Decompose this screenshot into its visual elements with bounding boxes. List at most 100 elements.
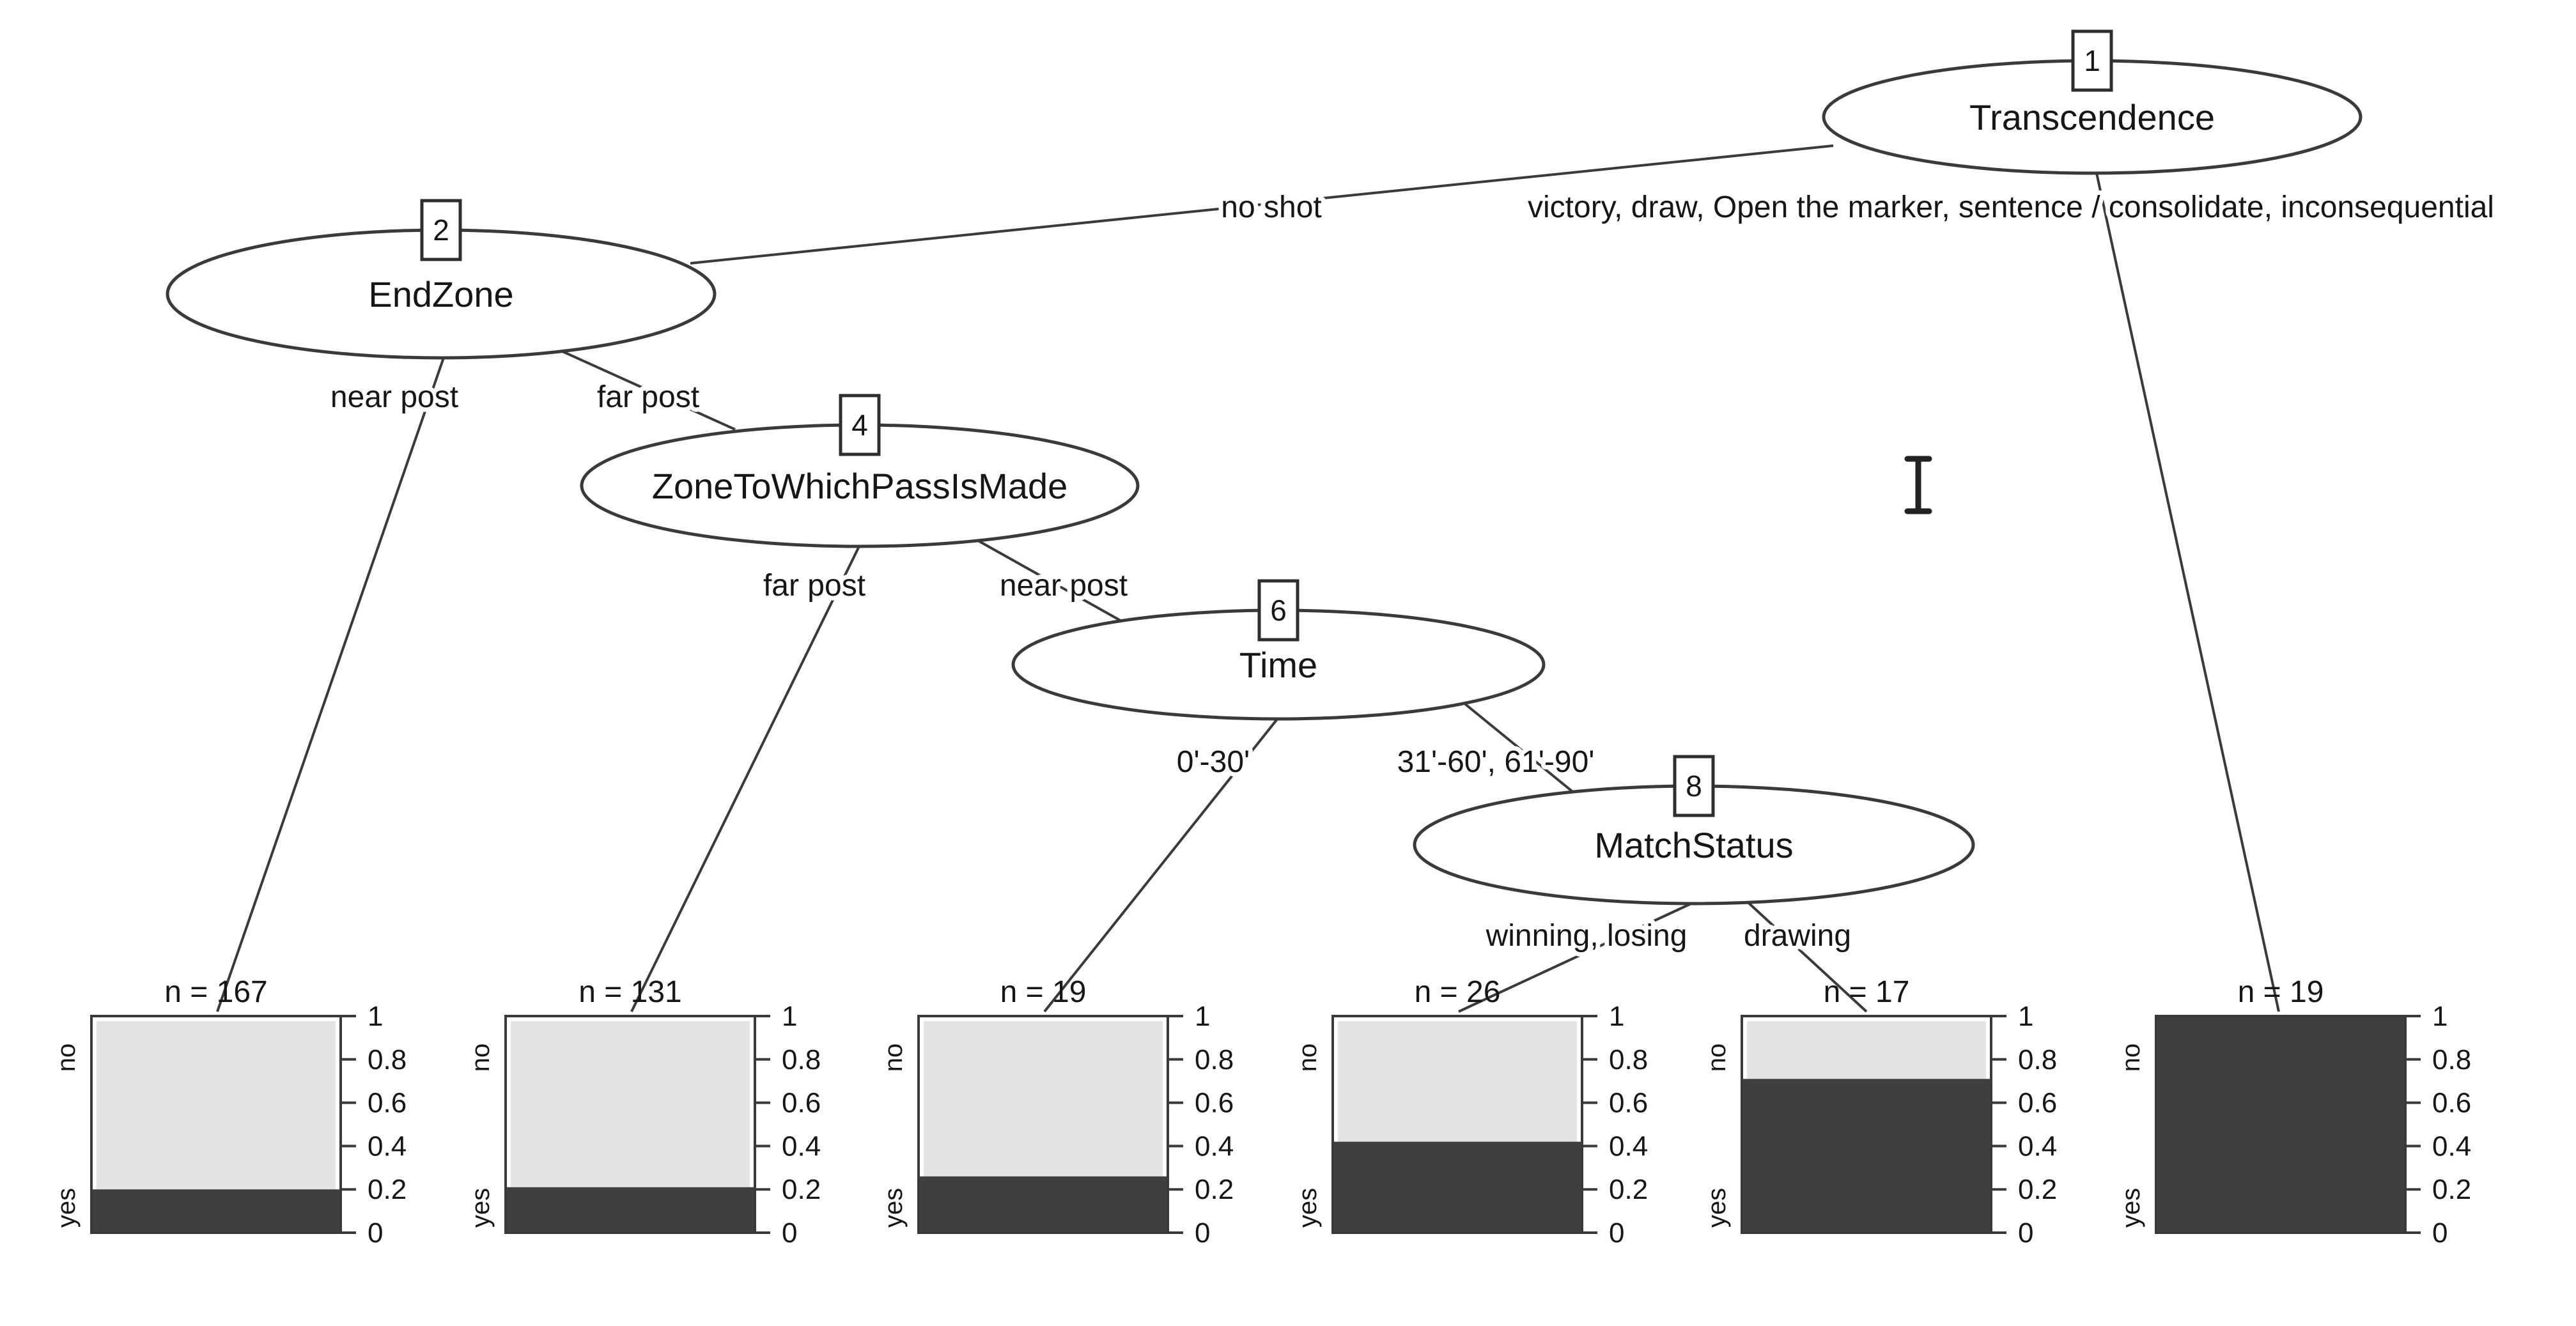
node-label: EndZone [368, 274, 513, 314]
axis-tick-label: 0 [1195, 1217, 1210, 1249]
category-label-yes: yes [880, 1188, 908, 1228]
chart-title: n = 26 [1415, 975, 1501, 1009]
axis-tick-label: 0.8 [782, 1044, 821, 1075]
inner-node-4: ZoneToWhichPassIsMade 4 [580, 394, 1140, 548]
edge-node1-to-node2 [690, 144, 1834, 265]
axis-tick-label: 0.2 [1609, 1174, 1648, 1205]
chart-title: n = 19 [2238, 975, 2324, 1009]
chart-box [504, 1015, 756, 1234]
inner-node-8: MatchStatus 8 [1413, 755, 1975, 906]
axis-tick-label: 0.6 [1195, 1088, 1234, 1119]
category-label-yes: yes [1703, 1188, 1731, 1228]
axis-tick-label: 0.8 [1609, 1044, 1648, 1075]
chart-title: n = 131 [578, 975, 681, 1009]
axis-tick-label: 1 [2018, 1001, 2033, 1032]
node-id-label: 4 [851, 408, 868, 442]
axis-tick-label: 0 [1609, 1217, 1624, 1249]
yes-bar [91, 1189, 341, 1233]
axis-tick-label: 0.2 [1195, 1174, 1234, 1205]
axis-tick-label: 0.8 [1195, 1044, 1234, 1075]
node-id-badge [839, 394, 881, 456]
axis-tick-label: 0.4 [782, 1130, 821, 1162]
no-bar [924, 1021, 1163, 1176]
node-id-label: 1 [2084, 44, 2100, 77]
edge-label-near-post-n2: near post [330, 380, 458, 414]
axis-tick-label: 0.6 [1609, 1088, 1648, 1119]
category-label-yes: yes [1294, 1188, 1322, 1228]
node-id-badge [2071, 29, 2113, 92]
edge-label-drawing: drawing [1744, 919, 1851, 953]
chart-title: n = 19 [1000, 975, 1087, 1009]
terminal-node-chart: n = 19 1 0.8 0.6 0.4 0.2 0 no yes [2117, 975, 2471, 1249]
axis-tick-label: 0.4 [368, 1130, 407, 1162]
node-label: Time [1239, 645, 1317, 685]
chart-box [1331, 1015, 1583, 1234]
inner-node-1: Transcendence 1 [1822, 29, 2363, 175]
no-bar [1338, 1021, 1577, 1142]
node-id-badge [1673, 755, 1715, 817]
node-label: ZoneToWhichPassIsMade [652, 466, 1068, 506]
axis-tick-label: 0 [782, 1217, 797, 1249]
chart-box [2155, 1015, 2407, 1234]
axis-tick-label: 0.6 [368, 1088, 407, 1119]
axis-tick-label: 0.2 [782, 1174, 821, 1205]
axis-tick-label: 0.4 [2432, 1130, 2471, 1162]
yes-bar [1333, 1141, 1582, 1233]
axis-tick-label: 0.4 [1195, 1130, 1234, 1162]
axis-tick-label: 0.4 [1609, 1130, 1648, 1162]
chart-title: n = 167 [164, 975, 267, 1009]
no-bar [511, 1021, 750, 1187]
axis-tick-label: 1 [782, 1001, 797, 1032]
category-label-yes: yes [467, 1188, 495, 1228]
no-bar [1747, 1021, 1986, 1079]
node-label: MatchStatus [1594, 825, 1793, 865]
axis-tick-label: 0 [368, 1217, 383, 1249]
edge-label-no-shot: no shot [1221, 190, 1321, 224]
edge-node4-to-node6 [977, 539, 1126, 624]
axis-tick-label: 1 [1609, 1001, 1624, 1032]
node-id-badge [1257, 579, 1300, 642]
i-beam-text-cursor [1904, 456, 1932, 514]
axis-tick-label: 0 [2018, 1217, 2033, 1249]
edge-label-far-post-n4: far post [763, 569, 865, 603]
edge-node4-to-leaf2 [630, 544, 861, 1012]
category-label-no: no [880, 1044, 908, 1072]
edge-label-far-post-n2: far post [597, 380, 699, 414]
yes-bar [506, 1187, 755, 1233]
axis-tick-label: 0.6 [2432, 1088, 2471, 1119]
axis-tick-label: 0.6 [2018, 1088, 2057, 1119]
axis-tick-label: 0.2 [368, 1174, 407, 1205]
edge-node8-to-leaf4 [1458, 901, 1695, 1013]
inner-node-6: Time 6 [1011, 579, 1546, 721]
edge-node2-to-leaf1 [216, 355, 446, 1012]
edge-node2-to-node4 [562, 350, 736, 431]
category-label-yes: yes [52, 1188, 81, 1228]
category-label-yes: yes [2117, 1188, 2145, 1228]
no-bar [97, 1021, 336, 1190]
chart-title: n = 17 [1824, 975, 1910, 1009]
edge-label-time-0-30: 0'-30' [1177, 745, 1250, 779]
edge-label-time-31-90: 31'-60', 61'-90' [1397, 745, 1595, 779]
axis-tick-label: 0.2 [2018, 1174, 2057, 1205]
edge-node6-to-node8 [1463, 702, 1587, 803]
axis-tick-label: 1 [2432, 1001, 2448, 1032]
edge-node8-to-leaf5 [1742, 897, 1868, 1013]
axis-tick-label: 1 [368, 1001, 383, 1032]
node-id-label: 2 [433, 213, 449, 247]
node-id-badge [420, 199, 462, 261]
node-label: Transcendence [1969, 97, 2215, 137]
category-label-no: no [2117, 1044, 2145, 1072]
yes-bar [919, 1176, 1168, 1233]
inner-node-2: EndZone 2 [166, 199, 717, 360]
axis-tick-label: 0.8 [2432, 1044, 2471, 1075]
axis-tick-label: 0.2 [2432, 1174, 2471, 1205]
axis-tick-label: 0 [2432, 1217, 2448, 1249]
edge-node1-to-leaf6 [2095, 173, 2280, 1012]
